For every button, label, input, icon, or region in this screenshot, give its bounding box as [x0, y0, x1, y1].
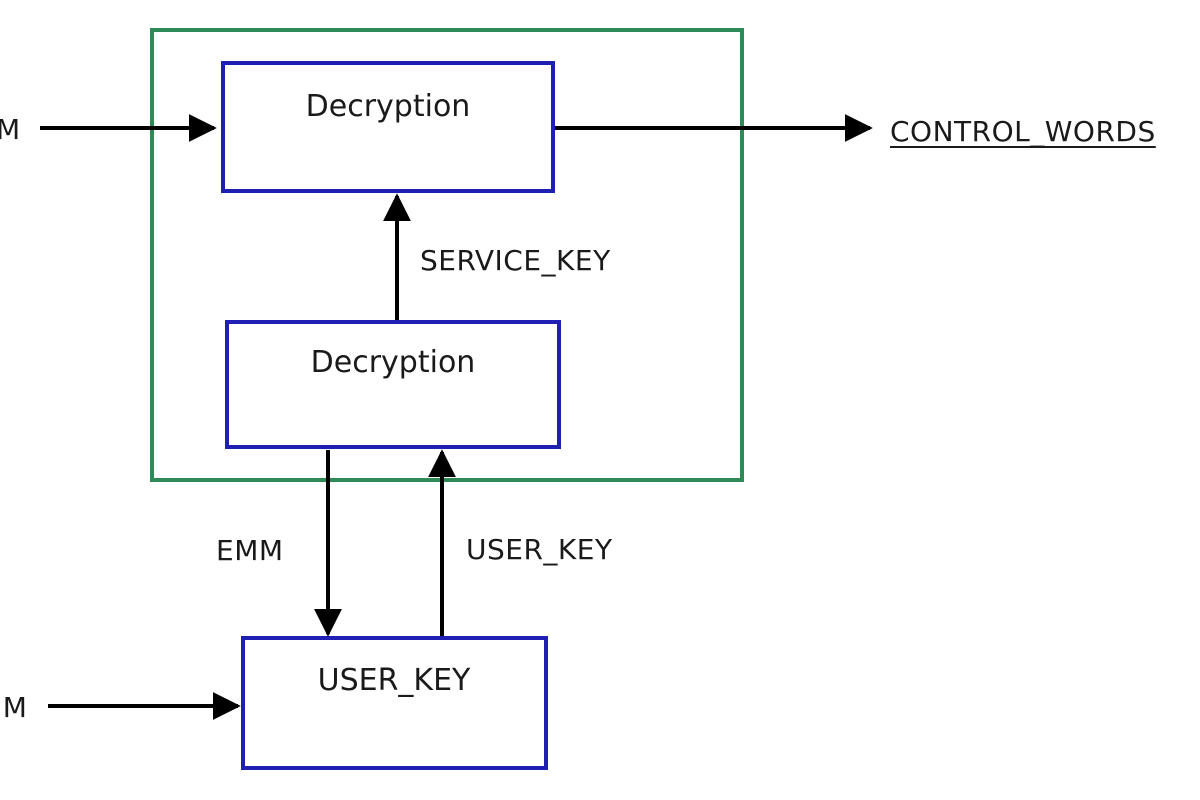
control-words-label: CONTROL_WORDS — [890, 115, 1156, 148]
service-key-label: SERVICE_KEY — [420, 244, 611, 277]
emm-label: EMM — [216, 534, 284, 567]
decryption-bottom-label: Decryption — [310, 345, 476, 380]
decryption-bottom-box — [225, 320, 561, 449]
decryption-top-box — [221, 61, 555, 193]
decryption-top-label: Decryption — [305, 89, 471, 124]
secure-module-container — [150, 28, 744, 482]
user-key-edge-label: USER_KEY — [466, 533, 613, 566]
input-top-label: M — [0, 113, 21, 146]
user-key-box — [241, 636, 548, 770]
input-bottom-label: IM — [0, 691, 28, 724]
user-key-box-label: USER_KEY — [317, 663, 471, 698]
